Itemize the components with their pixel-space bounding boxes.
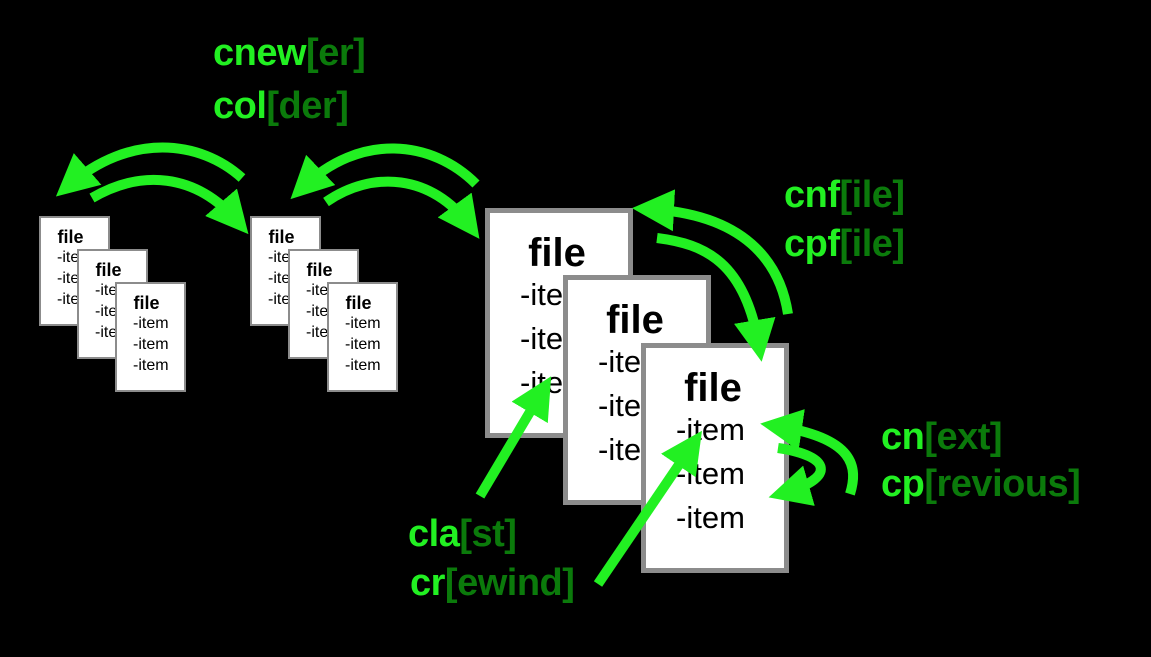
completion-text: [er] — [306, 32, 366, 74]
label-next-item: cn[ext] — [881, 416, 1003, 458]
file-title: file — [133, 293, 160, 313]
file-title: file — [345, 293, 372, 313]
command-text: col — [213, 85, 267, 127]
file-title: file — [684, 366, 742, 410]
label-prev-item: cp[revious] — [881, 463, 1081, 505]
label-rewind: cr[ewind] — [410, 562, 575, 604]
completion-text: [ile] — [839, 223, 906, 265]
item-line: -item — [345, 315, 381, 332]
completion-text: [revious] — [924, 463, 1081, 505]
label-prev-file: cpf[ile] — [784, 225, 905, 263]
arrow-older-1 — [55, 142, 246, 197]
file-title: file — [268, 227, 295, 247]
completion-text: [st] — [459, 513, 517, 555]
item-line: -item — [133, 336, 169, 353]
command-text: cla — [408, 513, 460, 555]
command-text: cnf — [784, 174, 840, 216]
completion-text: [ile] — [839, 174, 906, 216]
file-title: file — [57, 227, 84, 247]
item-line: -item — [345, 336, 381, 353]
item-line: -item — [345, 357, 381, 374]
label-older: col[der] — [213, 85, 349, 127]
completion-text: [ewind] — [444, 562, 575, 604]
file-title: file — [306, 260, 333, 280]
command-text: cpf — [784, 223, 840, 265]
arrow-newer-2 — [323, 176, 480, 239]
file-card-large: file -item -item -item — [641, 343, 789, 573]
file-card: file -item -item -item — [327, 282, 398, 392]
label-next-file: cnf[ile] — [784, 176, 905, 214]
label-newer: cnew[er] — [213, 32, 366, 74]
label-last: cla[st] — [408, 513, 517, 555]
file-title: file — [95, 260, 122, 280]
command-text: cp — [881, 463, 925, 505]
item-line: -item — [133, 315, 169, 332]
item-line: -item — [676, 456, 745, 491]
arrow-older-2 — [290, 143, 480, 200]
command-text: cr — [410, 562, 445, 604]
arrow-newer-1 — [89, 174, 249, 235]
item-line: -item — [133, 357, 169, 374]
item-line: -item — [676, 412, 745, 447]
file-card: file -item -item -item — [115, 282, 186, 392]
command-text: cnew — [213, 32, 307, 74]
completion-text: [der] — [266, 85, 349, 127]
completion-text: [ext] — [924, 416, 1003, 458]
command-text: cn — [881, 416, 925, 458]
file-title: file — [528, 231, 586, 275]
item-line: -item — [676, 500, 745, 535]
file-title: file — [606, 298, 664, 342]
